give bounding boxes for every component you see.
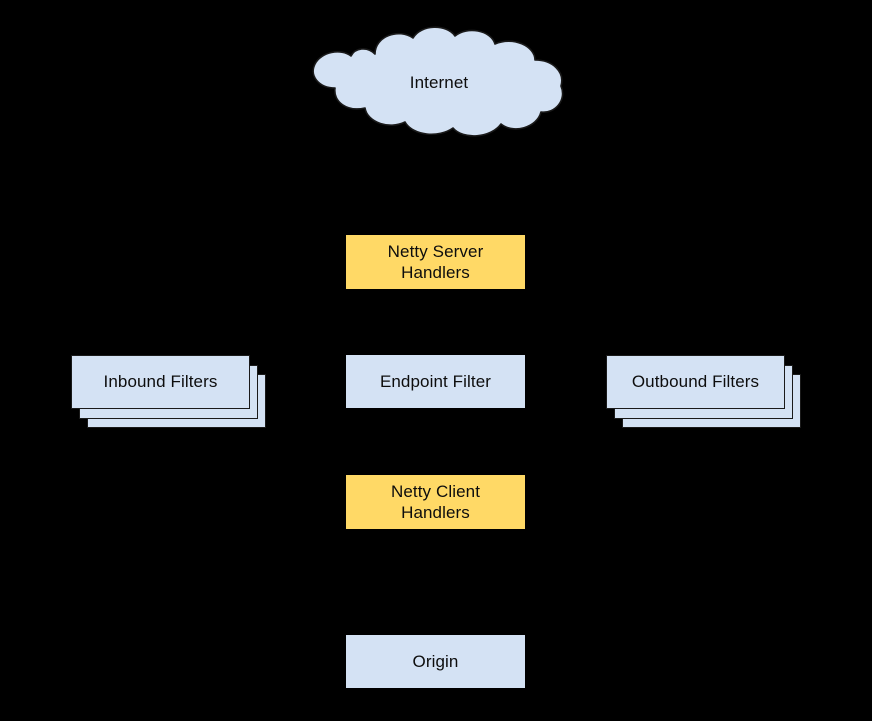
- node-netty-client-handlers-label: Netty Client Handlers: [391, 481, 480, 524]
- cloud-shape: [312, 26, 564, 137]
- node-netty-client-handlers[interactable]: Netty Client Handlers: [346, 475, 525, 529]
- node-netty-client-handlers-label-line1: Netty Client: [390, 481, 481, 501]
- node-netty-server-handlers-label-line1: Netty Server: [387, 241, 484, 261]
- node-internet[interactable]: Internet: [303, 26, 569, 140]
- node-outbound-filters[interactable]: Outbound Filters: [606, 355, 801, 428]
- node-netty-client-handlers-label-line2: Handlers: [401, 503, 470, 522]
- node-inbound-filters[interactable]: Inbound Filters: [71, 355, 266, 428]
- node-endpoint-filter[interactable]: Endpoint Filter: [346, 355, 525, 408]
- node-netty-server-handlers[interactable]: Netty Server Handlers: [346, 235, 525, 289]
- node-netty-server-handlers-label-line2: Handlers: [401, 263, 470, 282]
- node-netty-server-handlers-label: Netty Server Handlers: [388, 241, 484, 284]
- inbound-filters-card-front: [71, 355, 250, 409]
- node-origin[interactable]: Origin: [346, 635, 525, 688]
- node-origin-label: Origin: [412, 651, 459, 671]
- outbound-filters-card-front: [606, 355, 785, 409]
- node-endpoint-filter-label: Endpoint Filter: [379, 371, 492, 391]
